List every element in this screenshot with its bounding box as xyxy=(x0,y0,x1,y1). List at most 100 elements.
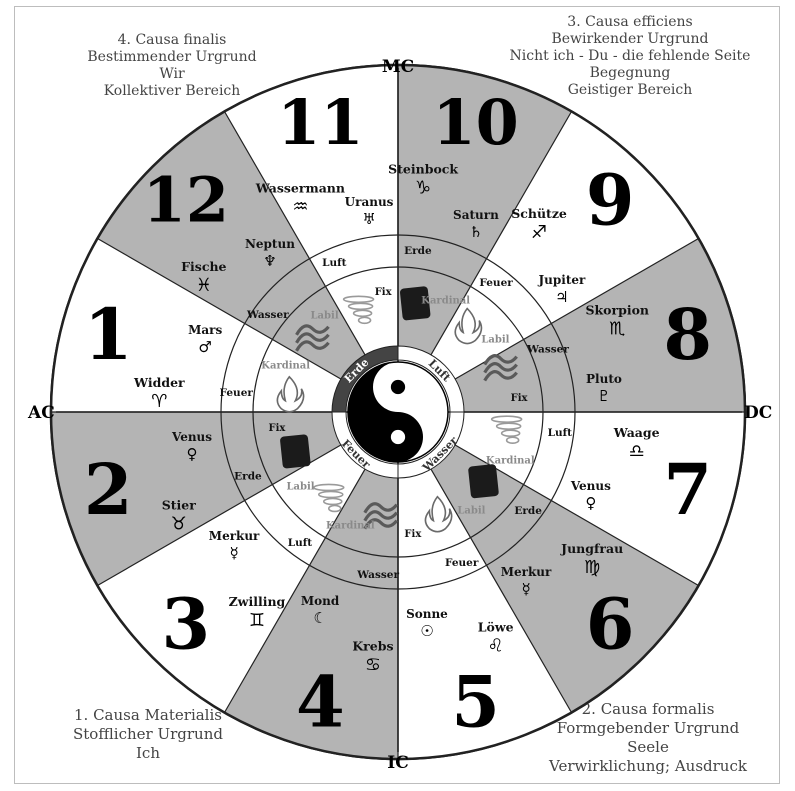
wasser-element-icon xyxy=(295,324,330,352)
corner-line: Wir xyxy=(159,66,185,82)
corner-line: Geistiger Bereich xyxy=(567,82,693,98)
planet-name: Jupiter xyxy=(537,273,586,287)
planet-glyph-icon: ♄ xyxy=(469,223,482,241)
causa-efficiens-text: 3. Causa efficiens Bewirkender Urgrund N… xyxy=(492,14,768,99)
house-number-3: 3 xyxy=(162,583,211,666)
house-sector-7 xyxy=(455,412,745,586)
sign-name: Fische xyxy=(181,259,226,274)
element-label: Erde xyxy=(404,245,432,257)
dc-label: DC xyxy=(744,403,772,423)
quality-label: Labil xyxy=(457,505,485,516)
house-divider xyxy=(97,444,342,587)
house-number-12: 12 xyxy=(143,164,229,237)
quality-label: Fix xyxy=(511,393,529,404)
planet-name: Merkur xyxy=(209,529,260,543)
house-sector-11 xyxy=(224,65,398,355)
planet-name: Venus xyxy=(570,479,611,493)
planet-name: Neptun xyxy=(245,237,295,251)
quality-label: Labil xyxy=(481,335,509,346)
sign-name: Krebs xyxy=(352,639,393,654)
quality-label: Labil xyxy=(311,311,339,322)
quality-label: Kardinal xyxy=(261,360,310,371)
house-divider xyxy=(223,468,366,713)
element-label: Erde xyxy=(234,471,262,483)
quality-label: Kardinal xyxy=(486,456,535,467)
element-label: Wasser xyxy=(246,309,289,321)
corner-line: Ich xyxy=(136,744,160,762)
house-divider xyxy=(223,111,366,356)
corner-line: Stofflicher Urgrund xyxy=(73,725,223,743)
ring-layer xyxy=(220,234,576,590)
planet-glyph-icon: ♂ xyxy=(198,338,211,356)
yin-dot xyxy=(390,379,406,395)
erde-element-icon xyxy=(468,464,499,499)
sign-name: Skorpion xyxy=(585,302,649,317)
sign-name: Waage xyxy=(613,425,660,440)
house-divider xyxy=(97,237,342,380)
quality-label: Kardinal xyxy=(326,520,375,531)
feuer-element-icon xyxy=(454,307,483,345)
quality-label: Fix xyxy=(404,529,422,540)
corner-line: 3. Causa efficiens xyxy=(567,14,693,30)
erde-element-icon xyxy=(280,434,311,469)
house-sector-8 xyxy=(455,238,745,412)
zodiac-sign-icon: ♎ xyxy=(629,441,645,462)
sign-name: Wassermann xyxy=(255,181,345,196)
zodiac-sign-icon: ♌ xyxy=(488,635,504,656)
element-label: Wasser xyxy=(526,343,569,355)
house-number-1: 1 xyxy=(84,293,133,376)
element-label: Luft xyxy=(548,427,573,439)
house-sector-6 xyxy=(431,445,699,713)
luft-element-icon xyxy=(342,295,375,325)
planet-glyph-icon: ☿ xyxy=(521,580,530,598)
house-sector-9 xyxy=(431,111,699,379)
house-sector-12 xyxy=(97,111,365,379)
corner-line: 2. Causa formalis xyxy=(581,700,715,718)
house-sector-4 xyxy=(224,469,398,759)
wasser-element-icon xyxy=(483,354,518,382)
element-label: Wasser xyxy=(356,569,399,581)
corner-line: Bewirkender Urgrund xyxy=(551,31,709,47)
ic-label: IC xyxy=(387,753,408,773)
planet-name: Uranus xyxy=(345,195,394,209)
planet-glyph-icon: ♇ xyxy=(597,387,610,405)
zodiac-sign-icon: ♒ xyxy=(292,197,308,218)
icon-layer xyxy=(276,286,523,533)
corner-line: Kollektiver Bereich xyxy=(103,83,241,99)
house-number-7: 7 xyxy=(663,448,712,531)
zodiac-sign-icon: ♉ xyxy=(171,514,187,535)
planet-glyph-icon: ☉ xyxy=(420,622,433,640)
feuer-element-icon xyxy=(276,375,305,413)
luft-element-icon xyxy=(490,415,523,445)
mc-label: MC xyxy=(382,57,414,77)
corner-line: Begegnung xyxy=(589,65,671,81)
zodiac-sign-icon: ♓ xyxy=(196,275,212,296)
house-divider xyxy=(430,468,573,713)
house-number-4: 4 xyxy=(296,660,345,743)
inner-ring-inner xyxy=(252,266,544,558)
house-number-8: 8 xyxy=(663,293,712,376)
planet-name: Venus xyxy=(171,430,212,444)
outer-rim xyxy=(49,63,747,761)
luft-element-icon xyxy=(312,483,345,513)
planet-glyph-icon: ☾ xyxy=(313,609,326,627)
causa-finalis-text: 4. Causa finalis Bestimmender Urgrund Wi… xyxy=(82,32,262,100)
element-label: Erde xyxy=(514,505,542,517)
planet-name: Sonne xyxy=(406,607,448,621)
planet-glyph-icon: ♀ xyxy=(187,445,198,463)
element-label: Luft xyxy=(322,257,347,269)
planet-name: Mond xyxy=(301,594,340,608)
sign-name: Stier xyxy=(162,498,197,513)
inner-ring-outer xyxy=(220,234,576,590)
corner-line: Bestimmender Urgrund xyxy=(87,49,257,65)
planet-glyph-icon: ♆ xyxy=(263,252,276,270)
wasser-element-icon xyxy=(363,502,399,530)
sign-name: Löwe xyxy=(478,619,514,634)
planet-glyph-icon: ☿ xyxy=(229,544,238,562)
corner-line: Nicht ich - Du - die fehlende Seite xyxy=(509,48,751,64)
feuer-element-icon xyxy=(424,495,453,533)
quality-label: Fix xyxy=(375,287,393,298)
zodiac-sign-icon: ♏ xyxy=(609,318,625,339)
corner-line: Formgebender Urgrund xyxy=(556,719,740,737)
sign-name: Zwilling xyxy=(229,594,286,609)
